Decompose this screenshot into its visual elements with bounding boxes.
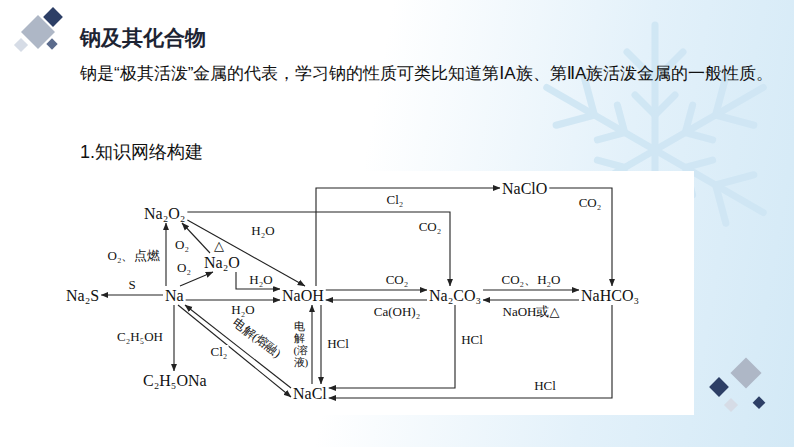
formula-text: C₂H₅ONa xyxy=(143,372,207,389)
formula-text: NaOH xyxy=(282,287,324,304)
reaction-condition: H₂O xyxy=(230,303,255,317)
compound-node: Na xyxy=(163,286,186,305)
reaction-arrow xyxy=(549,188,612,286)
reaction-arrow xyxy=(311,305,312,384)
reaction-condition: H₂O xyxy=(248,273,273,287)
compound-node: Na₂O₂ xyxy=(142,204,187,223)
reaction-condition: H₂O xyxy=(250,224,275,238)
reaction-arrow xyxy=(329,305,612,398)
reaction-condition: O₂、点燃 xyxy=(107,249,162,263)
reaction-condition: Cl₂ xyxy=(386,193,405,207)
compound-node: C₂H₅ONa xyxy=(141,371,209,390)
corner-squares xyxy=(709,357,765,412)
formula-text: Na₂CO₃ xyxy=(429,287,481,304)
compound-node: NaCl xyxy=(291,384,329,403)
compound-node: Na₂CO₃ xyxy=(427,286,483,305)
reaction-condition: HCl xyxy=(533,379,557,393)
reaction-arrow xyxy=(326,299,427,300)
reaction-condition: O₂ xyxy=(176,261,192,275)
reaction-condition: CO₂ xyxy=(418,220,443,234)
diagram-panel xyxy=(116,171,694,415)
reaction-condition: Cl₂ xyxy=(210,345,229,359)
reaction-arrow xyxy=(101,294,163,295)
reaction-condition: CO₂ xyxy=(385,273,410,287)
reaction-arrow xyxy=(483,289,579,290)
compound-node: Na₂O xyxy=(202,253,242,272)
reaction-arrow xyxy=(173,305,174,371)
reaction-arrow xyxy=(186,299,280,300)
reaction-condition: CO₂ xyxy=(578,196,603,210)
section-heading: 1.知识网络构建 xyxy=(80,140,380,164)
formula-text: NaHCO₃ xyxy=(581,287,639,304)
reaction-condition: 电解(溶液) xyxy=(294,319,305,369)
reaction-arrow xyxy=(320,305,321,384)
formula-text: Na₂S xyxy=(66,287,99,304)
formula-text: Na xyxy=(165,287,184,304)
compound-node: NaHCO₃ xyxy=(579,286,641,305)
formula-text: NaClO xyxy=(502,180,547,197)
reaction-condition: Ca(OH)₂ xyxy=(373,305,421,319)
reaction-arrow xyxy=(187,212,450,286)
reaction-condition: C₂H₅OH xyxy=(116,330,164,344)
formula-text: NaCl xyxy=(293,385,327,402)
formula-text: Na₂O xyxy=(204,254,240,271)
reaction-condition: 电解(熔融) xyxy=(230,315,285,361)
compound-node: NaOH xyxy=(280,286,326,305)
compound-node: NaClO xyxy=(500,179,549,198)
reaction-condition: CO₂、H₂O xyxy=(501,273,562,287)
compound-node: Na₂S xyxy=(64,286,101,305)
intro-text: 钠是“极其活泼”金属的代表，学习钠的性质可类比知道第ⅠA族、第ⅡA族活泼金属的一… xyxy=(80,58,780,89)
reaction-arrow xyxy=(165,223,166,286)
reaction-arrow xyxy=(236,272,280,289)
reaction-condition: NaOH或△ xyxy=(502,305,561,319)
reaction-arrow xyxy=(326,289,427,290)
slide-title: 钠及其化合物 xyxy=(80,24,206,52)
reaction-arrow xyxy=(187,220,305,286)
condition-mark: △ xyxy=(214,239,224,253)
reaction-condition: S xyxy=(127,278,136,292)
reaction-arrow xyxy=(483,299,579,300)
formula-text: Na₂O₂ xyxy=(144,205,185,222)
reaction-arrow xyxy=(316,188,500,286)
reaction-condition: HCl xyxy=(326,337,350,351)
corner-squares xyxy=(14,7,63,52)
reaction-condition: O₂ xyxy=(174,238,190,252)
reaction-condition: HCl xyxy=(460,333,484,347)
